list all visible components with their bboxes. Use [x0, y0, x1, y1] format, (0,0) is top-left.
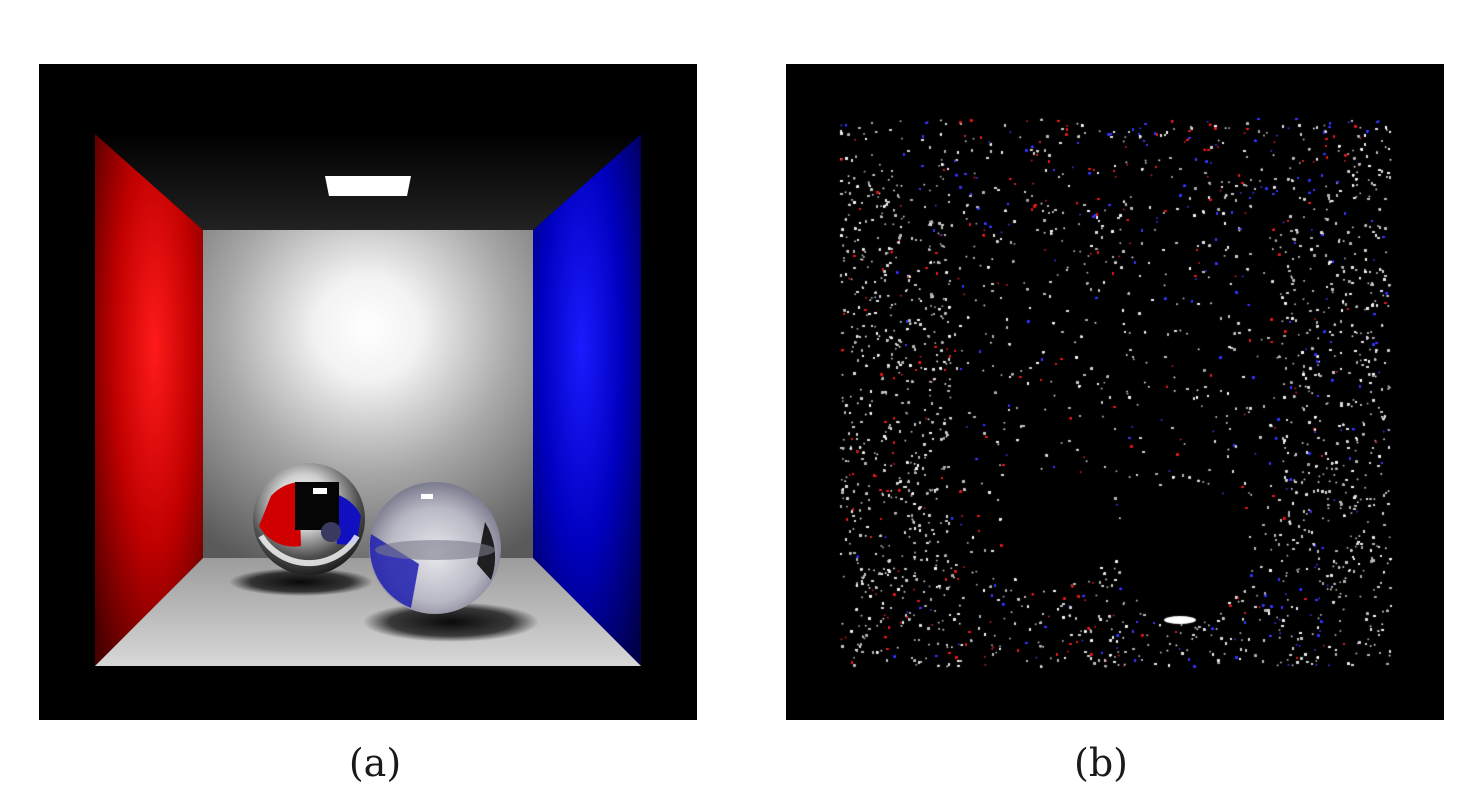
- chrome-sphere: [253, 463, 365, 575]
- ceiling-light: [325, 176, 411, 196]
- photon-canvas: [786, 64, 1444, 720]
- left-wall: [95, 134, 203, 666]
- caption-b: (b): [1074, 741, 1128, 785]
- cornell-box-render: [39, 64, 697, 720]
- chrome-sphere-shadow: [229, 568, 373, 596]
- glass-sphere-shadow: [363, 602, 539, 642]
- right-wall: [533, 134, 641, 666]
- glass-sphere: [369, 482, 501, 614]
- photon-map-scatter: [786, 64, 1444, 720]
- caption-a: (a): [348, 741, 402, 785]
- cornell-box-scene: [95, 134, 641, 666]
